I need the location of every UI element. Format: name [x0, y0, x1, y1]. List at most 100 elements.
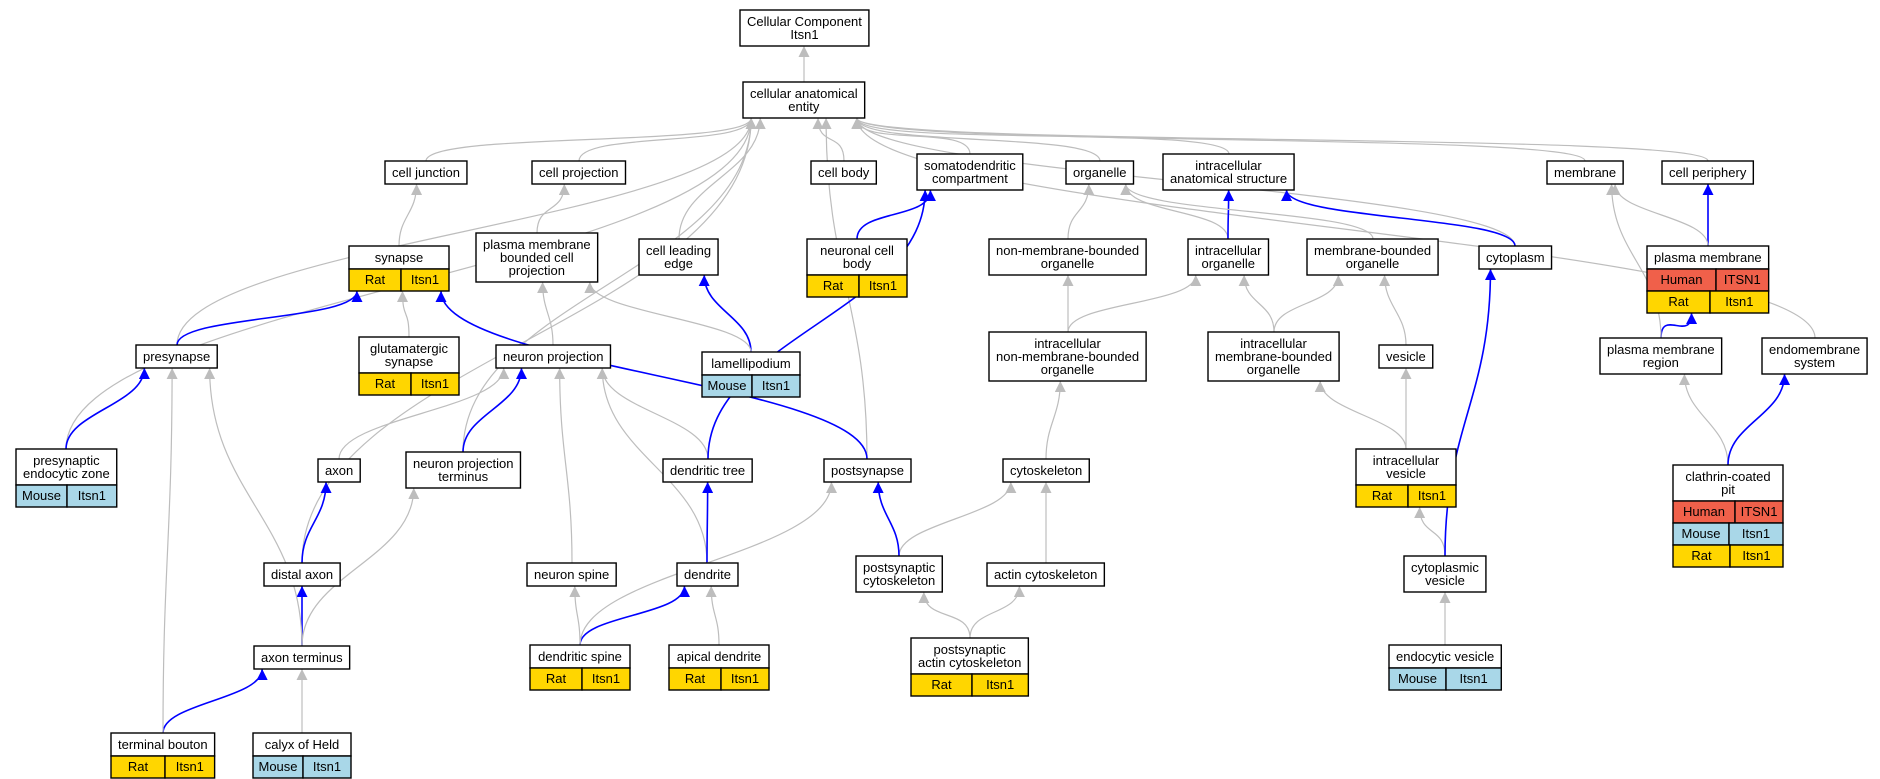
node-box [1187, 238, 1270, 276]
node-daxon: distal axon [263, 562, 341, 587]
node-label: intracellular [1240, 336, 1307, 351]
edge-tb-to-at [162, 668, 268, 734]
node-box [15, 448, 118, 486]
node-box [1378, 344, 1434, 369]
node-label: vesicle [1386, 466, 1426, 481]
species-label: Mouse [1681, 526, 1720, 541]
gene-cell [164, 755, 216, 779]
node-box [475, 232, 599, 283]
edge-cytosk-to-inmbo [1045, 380, 1066, 460]
node-label: pit [1721, 482, 1735, 497]
gene-cell [302, 755, 352, 779]
node-label: synapse [375, 250, 423, 265]
species-label: Human [1661, 272, 1703, 287]
edge-dend-to-dtree [702, 481, 714, 564]
edge-imbo-to-io [1238, 274, 1275, 333]
gene-label: Itsn1 [1742, 548, 1770, 563]
edge-posts-to-syn [435, 290, 868, 460]
node-box [1207, 331, 1340, 382]
edge-np-to-pmbcp [537, 281, 554, 346]
edge-at-to-pres [204, 367, 303, 647]
edge-sdc-to-cae [851, 117, 971, 155]
gene-cell [1709, 290, 1770, 314]
node-box [1546, 160, 1624, 185]
edge-pmr-to-pm [1660, 312, 1698, 339]
node-label: cytoplasmic [1411, 560, 1479, 575]
edge-cv-to-cyto [1444, 268, 1496, 557]
node-box [531, 160, 627, 185]
node-label: membrane-bounded [1215, 349, 1332, 364]
node-label: lamellipodium [711, 356, 790, 371]
edge-dspine-to-nspine [569, 585, 581, 646]
node-box [1355, 448, 1457, 486]
node-label: vesicle [1386, 349, 1426, 364]
edge-dend-to-np [596, 367, 708, 564]
node-label: presynaptic [33, 453, 100, 468]
node-label: region [1643, 355, 1679, 370]
node-label: organelle [1073, 165, 1127, 180]
node-actin: actin cytoskeleton [986, 562, 1106, 587]
gene-label: Itsn1 [421, 376, 449, 391]
edge-pez-to-pres [65, 367, 150, 450]
gene-label: Itsn1 [869, 278, 897, 293]
node-label: endocytic zone [23, 466, 110, 481]
node-label: apical dendrite [677, 649, 762, 664]
node-box [495, 344, 612, 369]
edge-syn-to-cj [398, 183, 423, 247]
gene-label: ITSN1 [1741, 504, 1778, 519]
gene-label: Itsn1 [1742, 526, 1770, 541]
node-at: axon terminus [253, 645, 351, 670]
gene-cell [400, 268, 450, 292]
node-label: organelle [1041, 256, 1095, 271]
species-label: Rat [128, 759, 149, 774]
node-label: terminal bouton [118, 737, 208, 752]
node-label: projection [509, 263, 565, 278]
edge-mem-to-cae [851, 117, 1586, 162]
species-label: Mouse [707, 378, 746, 393]
node-label: non-membrane-bounded [996, 349, 1139, 364]
node-ves: vesicle [1378, 344, 1434, 369]
node-label: Cellular Component [747, 14, 862, 29]
node-cj: cell junction [384, 160, 468, 185]
edge-apd-to-dend [705, 585, 720, 646]
gene-label: Itsn1 [313, 759, 341, 774]
node-box [135, 344, 218, 369]
node-box [263, 562, 341, 587]
edge-tb-to-pres [162, 367, 178, 734]
edge-ccp-to-endo [1727, 373, 1791, 466]
edge-cj-to-cae [425, 117, 757, 162]
edge-cb-to-cae [812, 117, 845, 162]
node-label: distal axon [271, 567, 333, 582]
gene-label: Itsn1 [762, 378, 790, 393]
gene-cell [1407, 484, 1457, 508]
node-label: postsynapse [831, 463, 904, 478]
edge-pm-to-mem [1609, 183, 1709, 247]
node-np: neuron projection [495, 344, 612, 369]
node-label: cell projection [539, 165, 619, 180]
gene-label: Itsn1 [1725, 294, 1753, 309]
gene-label: Itsn1 [986, 677, 1014, 692]
edge-nspine-to-np [554, 367, 573, 564]
node-pres: presynapse [135, 344, 218, 369]
species-label: Mouse [258, 759, 297, 774]
gene-label: ITSN1 [1724, 272, 1761, 287]
node-label: intracellular [1195, 243, 1262, 258]
edge-pmbcp-to-cp [536, 183, 570, 234]
species-label: Rat [823, 278, 844, 293]
node-box [676, 562, 739, 587]
node-box [1065, 160, 1135, 185]
node-label: bounded cell [500, 250, 574, 265]
node-label: presynapse [143, 349, 210, 364]
node-box [855, 555, 943, 593]
